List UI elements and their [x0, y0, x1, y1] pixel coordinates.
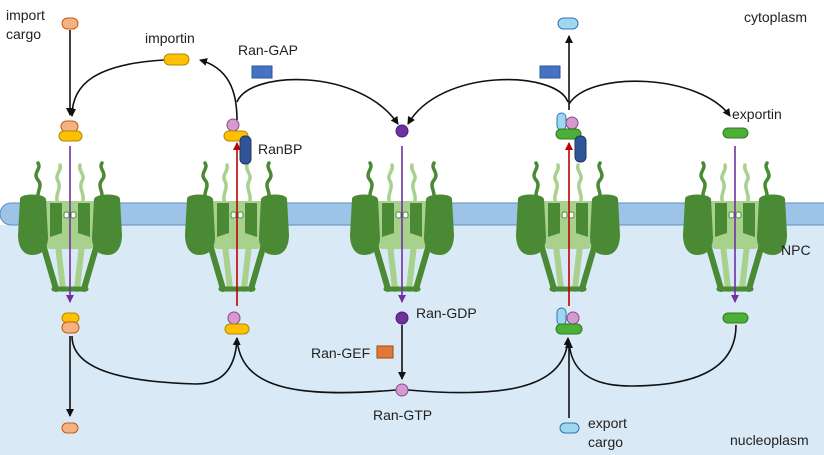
ran-gdp-icon — [395, 311, 409, 325]
import-cargo-icon — [61, 17, 79, 30]
ranbp-icon — [239, 135, 252, 165]
importin-icon — [163, 53, 190, 66]
exportin-bottom-icon — [722, 312, 749, 324]
pathway-arrows — [66, 30, 737, 418]
ran-gef-label: Ran-GEF — [311, 345, 370, 361]
ran-gap-icon-right — [539, 65, 561, 79]
exportin-icon — [722, 127, 749, 139]
ranbp-label: RanBP — [258, 141, 302, 157]
nucleoplasm-label: nucleoplasm — [730, 432, 809, 448]
importin-ran-complex-bottom — [224, 311, 250, 335]
export-complex-top — [555, 112, 587, 163]
ran-gef-icon — [376, 345, 394, 359]
export-complex-bottom — [555, 307, 583, 335]
export-cargo-label-2: cargo — [588, 434, 623, 450]
import-complex-top — [58, 120, 83, 142]
ran-gap-icon — [251, 65, 273, 79]
ran-gdp-label: Ran-GDP — [416, 305, 477, 321]
importin-ran-complex-top — [223, 118, 252, 165]
import-cargo-label-2: cargo — [6, 26, 41, 42]
export-cargo-bottom-icon — [559, 422, 580, 434]
ran-gap-label: Ran-GAP — [238, 42, 298, 58]
ran-gtp-icon — [395, 383, 409, 397]
import-cargo-label-1: import — [6, 7, 45, 23]
importin-label: importin — [145, 30, 195, 46]
exportin-label: exportin — [732, 106, 782, 122]
import-cargo-delivered-icon — [61, 422, 79, 434]
ran-gdp-top-icon — [395, 124, 409, 138]
ran-gtp-label: Ran-GTP — [373, 407, 432, 423]
cytoplasm-label: cytoplasm — [744, 9, 807, 25]
npc-label: NPC — [781, 242, 811, 258]
import-complex-bottom — [61, 312, 80, 334]
export-cargo-label-1: export — [588, 415, 627, 431]
export-cargo-icon — [557, 17, 579, 30]
